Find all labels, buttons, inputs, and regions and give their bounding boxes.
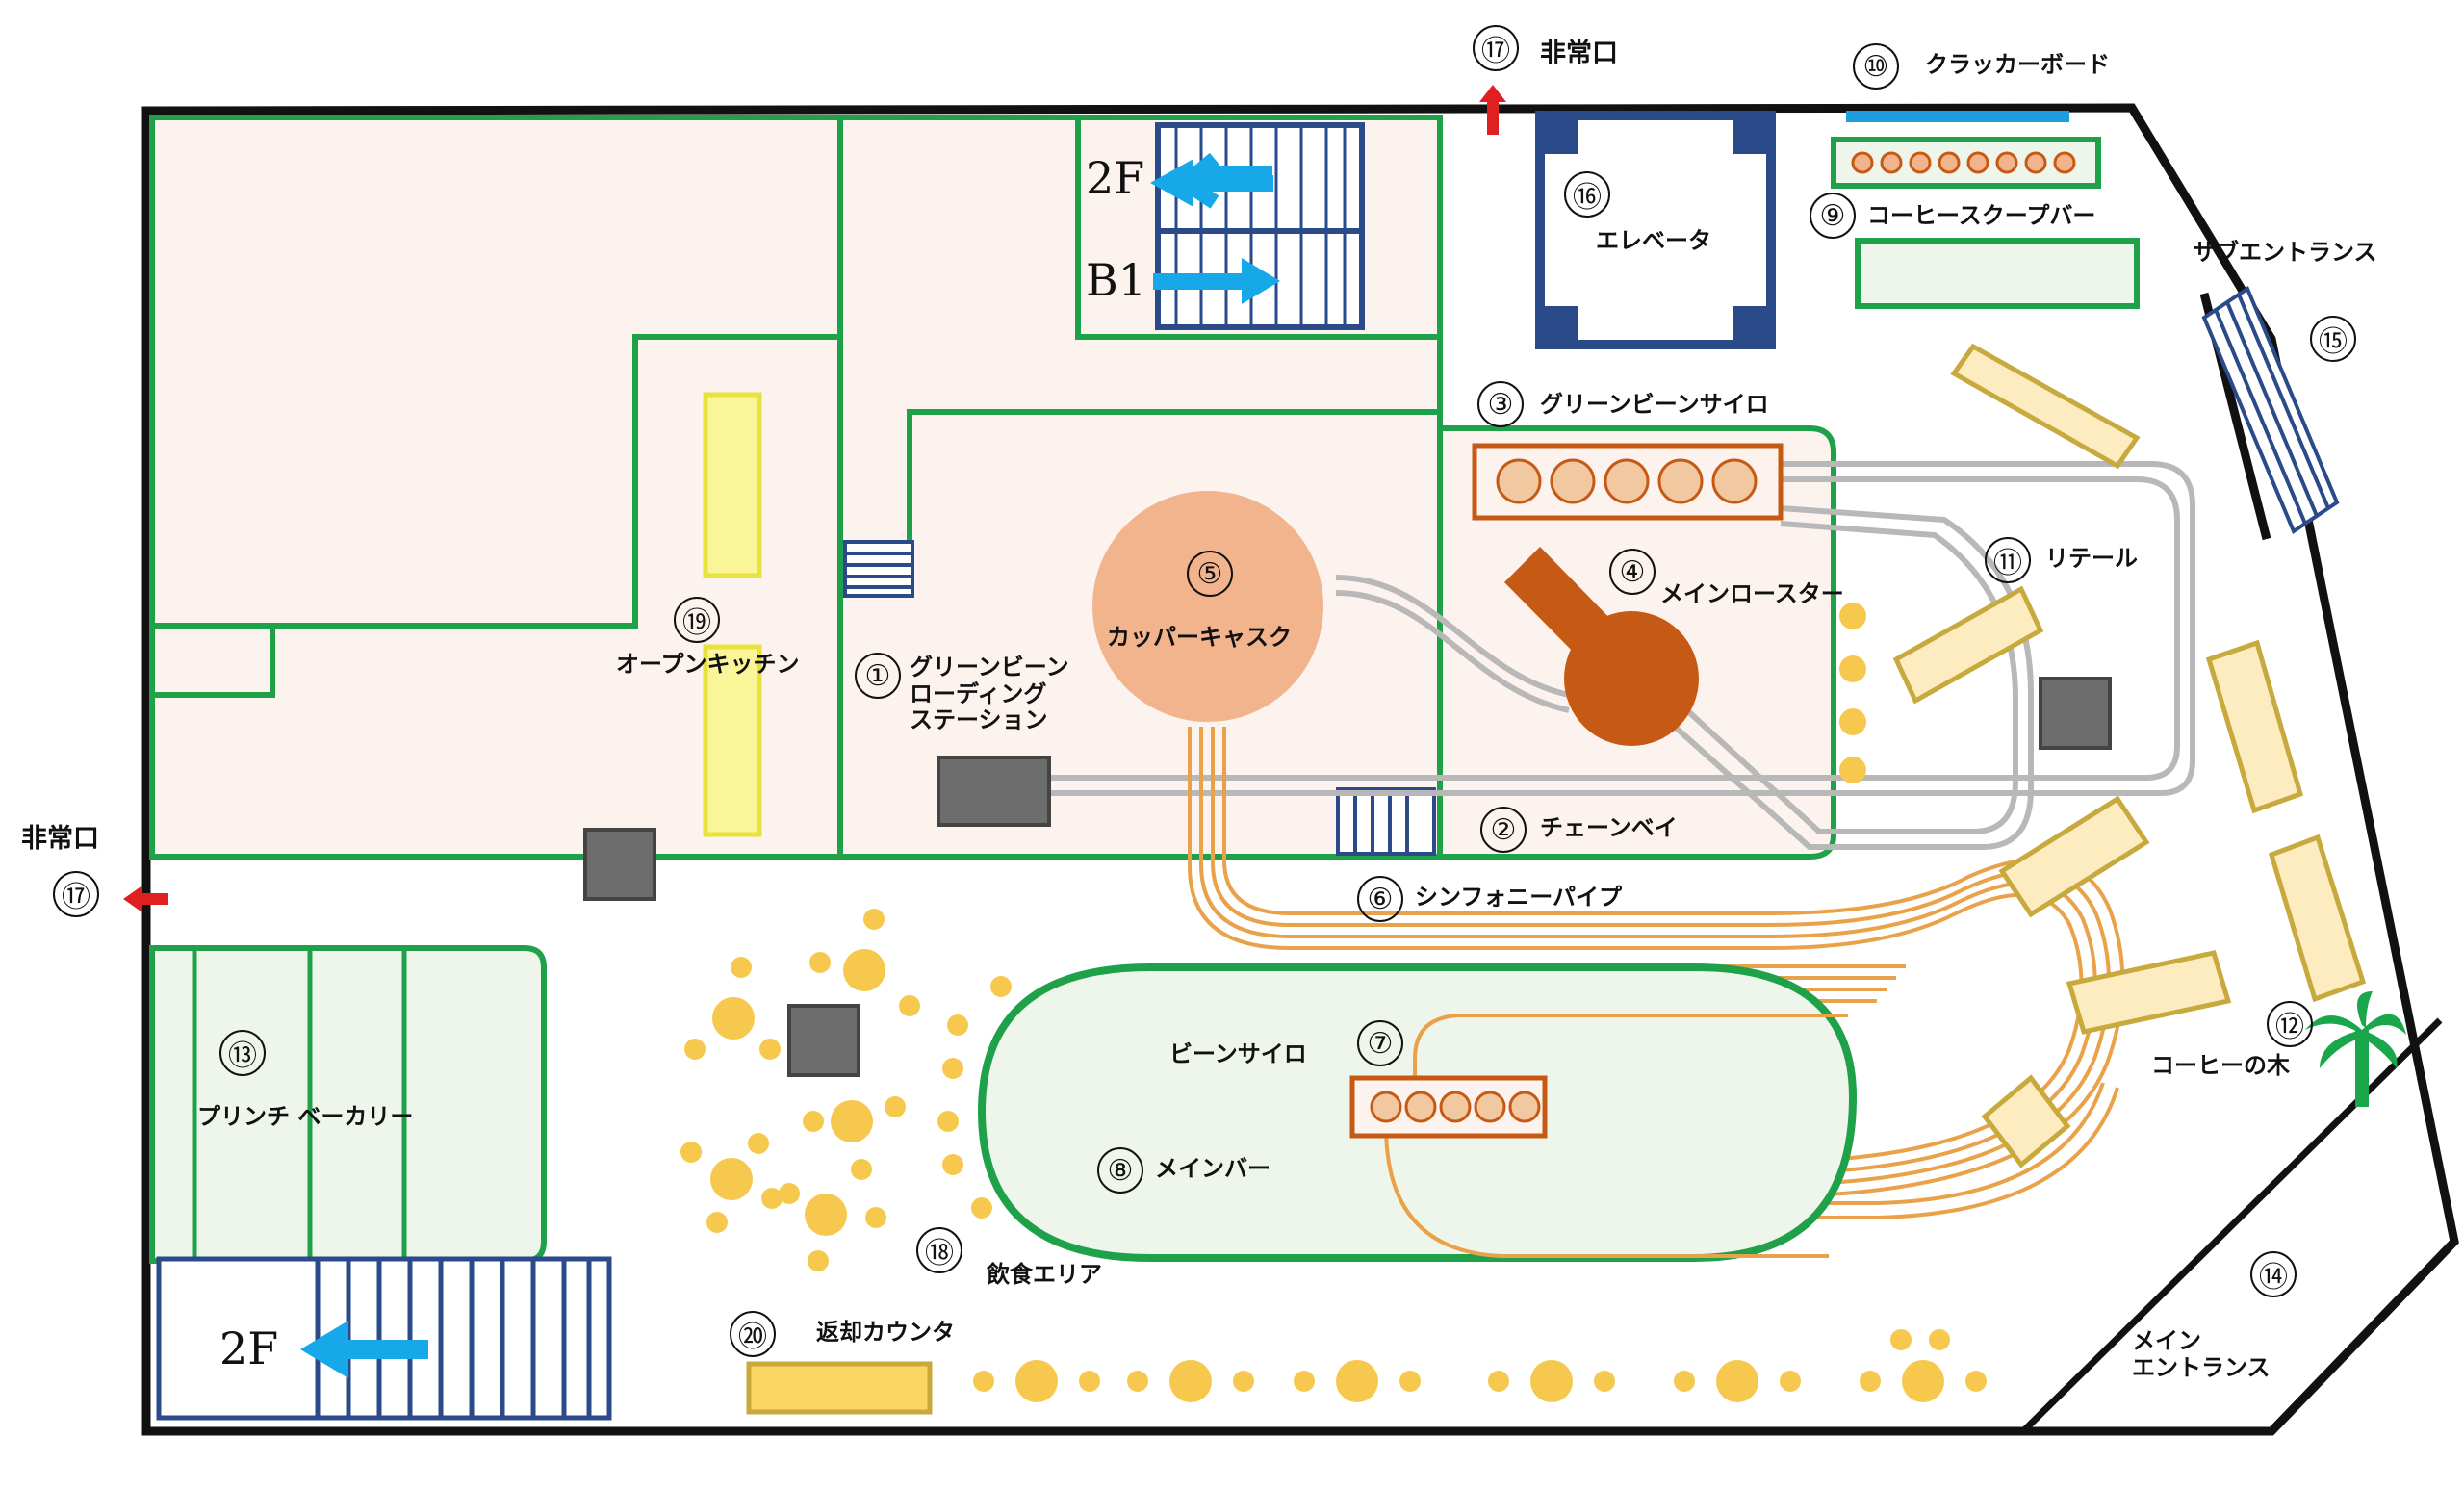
- bean-silo-cans: [1370, 1091, 1541, 1123]
- chain-bay-pipes: [1049, 461, 2195, 850]
- number-1: ①: [855, 653, 901, 699]
- label-cracker-board: クラッカーボード: [1925, 51, 2110, 78]
- label-symphony-pipe: シンフォニーパイプ: [1415, 884, 1623, 911]
- label-emergency-exit-top: 非常口: [1540, 39, 1618, 68]
- stairs-top: [1155, 122, 1365, 330]
- label-bean-silo: ビーンサイロ: [1169, 1040, 1307, 1067]
- stairs-bottom: [156, 1256, 612, 1421]
- dining-chairs: [680, 909, 1987, 1392]
- number-9: ⑨: [1810, 193, 1856, 239]
- copper-cask: [1092, 491, 1323, 722]
- exit-arrow-left: [123, 886, 168, 912]
- number-17-left: ⑰: [53, 871, 99, 917]
- main-roaster: [1504, 547, 1699, 746]
- label-stairs-2f-top: 2F: [1086, 152, 1145, 204]
- label-elevator: エレベータ: [1596, 227, 1711, 254]
- main-entrance-line: [2020, 1017, 2443, 1434]
- label-stairs-2f-bottom: 2F: [219, 1322, 279, 1374]
- number-16: ⑯: [1564, 171, 1610, 218]
- scoop-counter: [1855, 238, 2140, 309]
- number-6: ⑥: [1357, 876, 1403, 922]
- coffee-tree: [2305, 991, 2406, 1107]
- number-14: ⑭: [2250, 1251, 2297, 1297]
- number-15: ⑮: [2310, 316, 2356, 362]
- label-dining-area: 飲食エリア: [987, 1261, 1102, 1288]
- label-retail: リテール: [2045, 545, 2138, 572]
- arrow-down-b1-head: [1242, 258, 1280, 304]
- number-4: ④: [1609, 549, 1656, 595]
- label-main-entrance: メイン エントランス: [2132, 1327, 2271, 1381]
- roaster-seats: [1839, 603, 1866, 783]
- machine-block: [787, 1004, 860, 1077]
- dining-tables: [710, 949, 1944, 1402]
- number-13: ⑬: [219, 1030, 266, 1076]
- number-12: ⑫: [2267, 1001, 2313, 1047]
- label-scoop-bar: コーヒースクープバー: [1867, 202, 2096, 229]
- bar-pipes: [1384, 1014, 1848, 1258]
- machine-block: [2039, 677, 2112, 750]
- label-return-counter: 返却カウンタ: [816, 1319, 955, 1346]
- label-sub-entrance: サブエントランス: [2193, 239, 2377, 266]
- number-2: ②: [1480, 807, 1527, 853]
- scoop-jars: [1851, 151, 2076, 174]
- number-3: ③: [1477, 381, 1524, 427]
- return-counter: [746, 1361, 933, 1415]
- elevator: [1535, 111, 1776, 349]
- label-emergency-exit-left: 非常口: [21, 824, 99, 854]
- arrow-up-2f-bottom-shaft: [342, 1340, 428, 1359]
- label-main-roaster: メインロースター: [1660, 580, 1844, 607]
- arrow-up-2f-bottom-head: [300, 1321, 348, 1378]
- kitchen-counter: [703, 392, 762, 578]
- number-11: ⑪: [1985, 537, 2031, 583]
- number-20: ⑳: [730, 1311, 776, 1357]
- arrow-down-b1-shaft: [1153, 273, 1249, 290]
- label-stairs-b1: B1: [1086, 254, 1147, 306]
- small-stairs: [1336, 787, 1436, 856]
- arrow-up-2f-top-head: [1150, 159, 1194, 207]
- number-5: ⑤: [1187, 551, 1233, 597]
- arrow-up-2f-top-shaft: [1189, 175, 1273, 192]
- number-10: ⑩: [1853, 43, 1899, 90]
- label-bakery: プリンチ ベーカリー: [197, 1103, 414, 1130]
- machine-block: [583, 828, 656, 901]
- kitchen-counter: [703, 644, 762, 837]
- number-17-top: ⑰: [1473, 25, 1519, 71]
- label-main-bar: メインバー: [1155, 1155, 1270, 1182]
- retail-tables: [1892, 343, 2367, 1168]
- small-stairs: [843, 540, 914, 598]
- label-copper-cask: カッパーキャスク: [1107, 624, 1292, 651]
- number-18: ⑱: [916, 1227, 962, 1273]
- label-loading-station: グリーンビーン ローディング ステーション: [910, 654, 1069, 734]
- green-bean-silo-cans: [1496, 458, 1758, 504]
- label-coffee-tree: コーヒーの木: [2151, 1052, 2290, 1079]
- exit-arrow-top: [1479, 85, 1506, 135]
- sub-entrance: [2201, 285, 2340, 535]
- number-8: ⑧: [1097, 1147, 1143, 1194]
- number-19: ⑲: [674, 597, 720, 643]
- label-green-bean-silo: グリーンビーンサイロ: [1540, 391, 1769, 418]
- loading-station-machine: [937, 756, 1051, 827]
- label-open-kitchen: オープンキッチン: [616, 651, 800, 678]
- cracker-board: [1846, 111, 2069, 122]
- label-chain-bay: チェーンベイ: [1540, 814, 1678, 841]
- number-7: ⑦: [1357, 1020, 1403, 1066]
